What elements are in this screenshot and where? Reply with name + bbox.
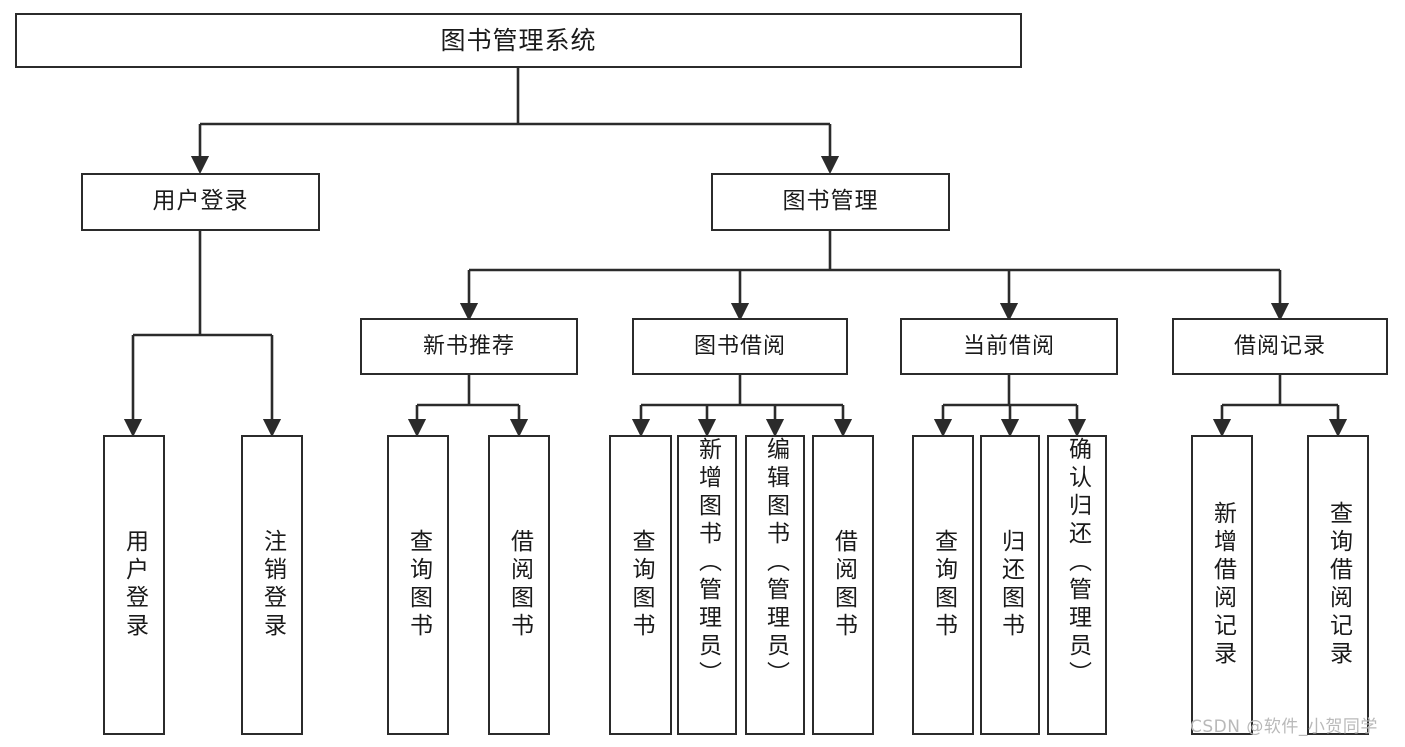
- leaf-borrow-query-label: 查询图书: [628, 529, 654, 641]
- leaf-user-logout-label: 注销登录: [259, 529, 286, 641]
- watermark-text: CSDN @软件_小贺同学: [1190, 717, 1378, 737]
- node-root-label: 图书管理系统: [440, 25, 597, 55]
- leaf-rec-borrow[interactable]: 借阅图书: [488, 435, 550, 735]
- node-user-login-label: 用户登录: [152, 188, 249, 215]
- leaf-cur-confirm[interactable]: 确认归还（管理员）: [1047, 435, 1107, 735]
- node-book-manage-label: 图书管理: [782, 188, 879, 215]
- leaf-user-login[interactable]: 用户登录: [103, 435, 165, 735]
- leaf-user-logout[interactable]: 注销登录: [241, 435, 303, 735]
- node-current-borrow-label: 当前借阅: [962, 333, 1055, 359]
- node-book-borrow[interactable]: 图书借阅: [632, 318, 848, 375]
- leaf-borrow-query[interactable]: 查询图书: [609, 435, 672, 735]
- leaf-user-login-label: 用户登录: [121, 529, 148, 641]
- leaf-book-add-label: 新增图书（管理员）: [694, 437, 721, 689]
- node-root-system[interactable]: 图书管理系统: [15, 13, 1022, 68]
- node-borrow-record[interactable]: 借阅记录: [1172, 318, 1388, 375]
- leaf-cur-return[interactable]: 归还图书: [980, 435, 1040, 735]
- node-book-borrow-label: 图书借阅: [693, 333, 786, 359]
- node-new-book-rec[interactable]: 新书推荐: [360, 318, 578, 375]
- leaf-rec-add-label: 新增借阅记录: [1209, 501, 1236, 669]
- leaf-book-borrow[interactable]: 借阅图书: [812, 435, 874, 735]
- leaf-cur-confirm-label: 确认归还（管理员）: [1064, 437, 1091, 689]
- node-borrow-record-label: 借阅记录: [1233, 333, 1326, 359]
- leaf-cur-return-label: 归还图书: [997, 529, 1024, 641]
- leaf-book-edit[interactable]: 编辑图书（管理员）: [745, 435, 805, 735]
- leaf-rec-query[interactable]: 查询图书: [387, 435, 449, 735]
- leaf-book-add[interactable]: 新增图书（管理员）: [677, 435, 737, 735]
- leaf-rec-add[interactable]: 新增借阅记录: [1191, 435, 1253, 735]
- node-user-login[interactable]: 用户登录: [81, 173, 320, 231]
- node-current-borrow[interactable]: 当前借阅: [900, 318, 1118, 375]
- leaf-rec-query-label: 查询图书: [405, 529, 432, 641]
- leaf-cur-query[interactable]: 查询图书: [912, 435, 974, 735]
- node-new-book-rec-label: 新书推荐: [422, 333, 515, 359]
- leaf-rec-borrow-label: 借阅图书: [506, 529, 533, 641]
- leaf-rec-search-label: 查询借阅记录: [1325, 501, 1352, 669]
- leaf-rec-search[interactable]: 查询借阅记录: [1307, 435, 1369, 735]
- node-book-manage[interactable]: 图书管理: [711, 173, 950, 231]
- leaf-book-borrow-label: 借阅图书: [830, 529, 857, 641]
- leaf-book-edit-label: 编辑图书（管理员）: [762, 437, 789, 689]
- leaf-cur-query-label: 查询图书: [930, 529, 957, 641]
